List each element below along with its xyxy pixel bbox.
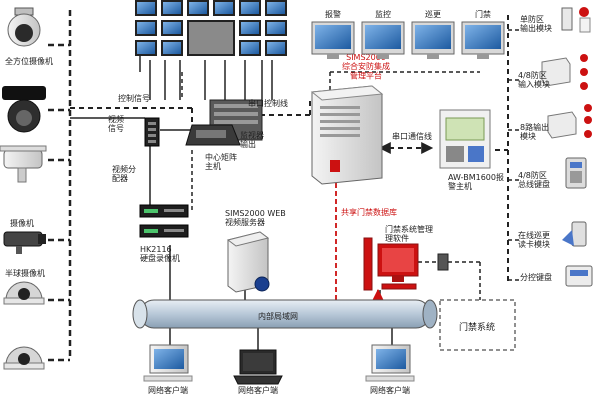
video-wall-screen	[213, 0, 235, 16]
client-pc-1	[143, 344, 193, 382]
bus-keyboard-device	[565, 157, 587, 189]
video-wall-screen	[135, 40, 157, 56]
monitor-label: 报警	[325, 9, 341, 19]
video-wall-screen	[161, 40, 183, 56]
matrix-host-label: 中心矩阵主机	[205, 152, 237, 171]
patrol-reader-label: 在线巡更读卡模块	[518, 230, 550, 249]
monitor-patrol: 巡更	[411, 9, 455, 59]
zone-keyboard-device	[565, 265, 593, 287]
client-1-label: 网络客户端	[148, 385, 188, 395]
alarm-monitors: 报警 监控 巡更 门禁	[311, 9, 505, 59]
output-module-device	[547, 104, 592, 139]
lan-pipe	[132, 299, 438, 329]
shared-db-label: 共享门禁数据库	[341, 207, 397, 217]
lan-label: 内部局域网	[258, 311, 298, 321]
video-wall-main-screen	[187, 20, 235, 56]
serial-line-label: 串口通信线	[392, 131, 432, 141]
camera-label: 摄像机	[10, 218, 34, 228]
half-dome-camera-1	[3, 281, 45, 305]
door-system-box	[439, 299, 516, 351]
video-distributor	[144, 117, 160, 147]
door-system-label: 门禁系统	[459, 321, 495, 333]
dome-camera-black	[2, 86, 46, 133]
half-dome-camera-2	[3, 346, 45, 370]
monitor-label: 巡更	[425, 9, 441, 19]
client-laptop-2	[233, 349, 283, 385]
output-module-label: 8路输出模块	[520, 122, 549, 141]
alarm-host	[439, 109, 491, 169]
monitor-control: 监控	[361, 9, 405, 59]
patrol-reader-device	[562, 221, 587, 247]
ptz-dome-camera	[7, 7, 41, 47]
monitor-label: 监控	[375, 9, 391, 19]
video-wall	[135, 0, 287, 56]
serial-control-label: 串口控制线	[248, 98, 288, 108]
bullet-camera	[3, 231, 46, 254]
client-pc-3	[365, 344, 415, 382]
connection-lines	[48, 10, 520, 362]
monitor-output-label: 监视器输出	[240, 130, 264, 149]
zone-output-label: 单防区输出模块	[520, 14, 552, 33]
ptz-camera-label: 全方位摄像机	[5, 56, 53, 66]
door-software-label: 门禁系统管理理软件	[385, 224, 433, 243]
matrix-host	[185, 99, 263, 146]
monitor-label: 门禁	[475, 9, 491, 19]
video-wall-screen	[161, 20, 183, 36]
video-signal-label: 视频信号	[108, 114, 124, 133]
video-wall-screen	[135, 0, 157, 16]
input-module-label: 4/8防区输入模块	[518, 70, 550, 89]
dvr-unit-1	[139, 204, 189, 218]
half-dome-label: 半球摄像机	[5, 268, 45, 278]
video-wall-screen	[265, 20, 287, 36]
control-signal-label: 控制信号	[118, 93, 150, 103]
web-video-server	[226, 231, 270, 293]
client-2-label: 网络客户端	[238, 385, 278, 395]
video-wall-screen	[239, 20, 261, 36]
zone-output-device	[561, 7, 591, 33]
video-distributor-label: 视频分配器	[112, 164, 136, 183]
zone-keyboard-label: 分控键盘	[520, 272, 552, 282]
door-software-pc	[363, 237, 419, 291]
video-wall-screen	[239, 0, 261, 16]
client-3-label: 网络客户端	[370, 385, 410, 395]
video-wall-screen	[135, 20, 157, 36]
bus-keyboard-label: 4/8防区总线键盘	[518, 170, 550, 189]
monitor-door: 门禁	[461, 9, 505, 59]
video-wall-screen	[187, 0, 209, 16]
platform-server	[310, 85, 384, 185]
input-module-device	[541, 54, 588, 90]
box-camera-housing	[0, 145, 47, 183]
dvr-unit-2	[139, 224, 189, 238]
video-wall-screen	[239, 40, 261, 56]
alarm-host-label: AW-BM1600报警主机	[448, 172, 504, 191]
video-wall-screen	[161, 0, 183, 16]
video-wall-screen	[265, 0, 287, 16]
video-wall-screen	[265, 40, 287, 56]
monitor-alarm: 报警	[311, 9, 355, 59]
card-reader	[437, 253, 449, 271]
